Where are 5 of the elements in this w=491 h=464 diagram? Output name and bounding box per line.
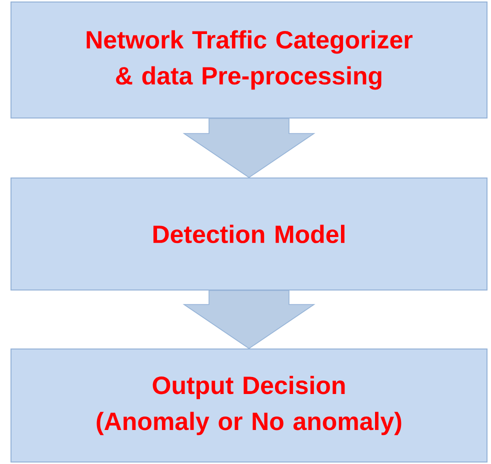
process-box: Network Traffic Categorizer & data Pre-processing — [10, 2, 488, 118]
process-box: Output Decision (Anomaly or No anomaly) — [10, 348, 488, 462]
block-arrow — [182, 118, 316, 178]
block-arrow — [182, 290, 316, 349]
process-box: Detection Model — [10, 178, 488, 290]
